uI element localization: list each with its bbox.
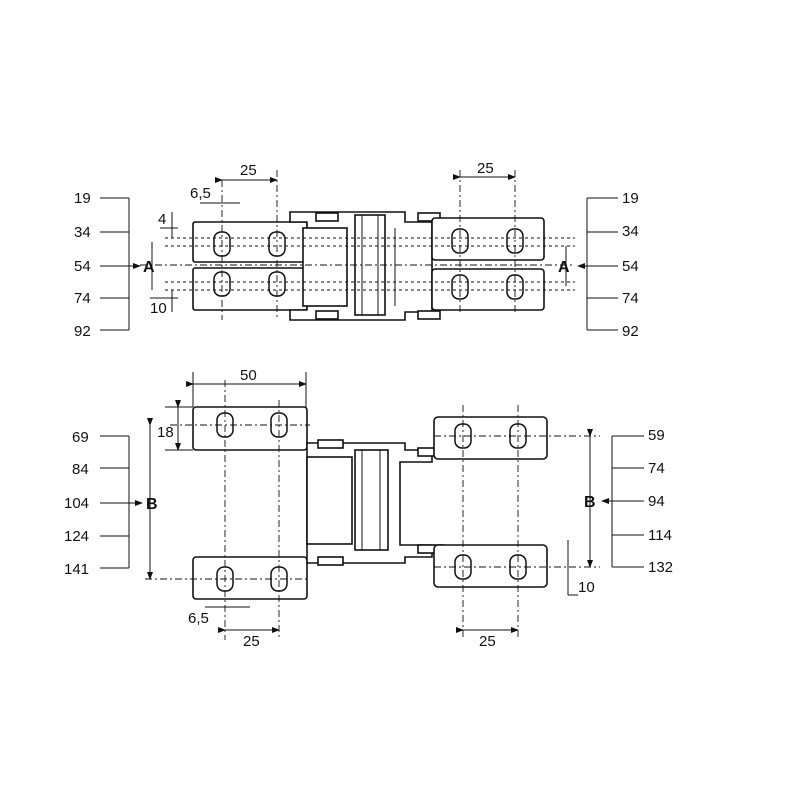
top-dim-pitch-left: 25	[240, 162, 257, 179]
bottom-dim-pitch-right: 25	[479, 633, 496, 650]
scale-value: 19	[74, 190, 91, 207]
bottom-left-plate-upper	[192, 406, 308, 451]
bottom-center-block	[306, 456, 353, 545]
top-center-block	[302, 227, 348, 307]
bottom-right-plate-lower	[433, 544, 548, 588]
top-chain-view: 25 6,5 4 10 25 A A 19 34 54 74	[74, 160, 639, 340]
scale-value: 19	[622, 190, 639, 207]
bottom-center-pin	[354, 449, 389, 551]
top-marker-a-left: A	[143, 259, 155, 276]
scale-value: 94	[648, 493, 665, 510]
top-left-scale: 19 34 54 74 92	[74, 190, 141, 340]
bottom-chain-view: 50 18 B 6,5 25 25 B 10 69	[64, 367, 673, 650]
scale-value: 141	[64, 561, 89, 578]
top-left-plate-lower	[192, 267, 308, 311]
bottom-dim-18: 18	[157, 424, 174, 441]
bottom-left-plate-lower	[192, 556, 308, 600]
scale-value: 34	[74, 224, 91, 241]
top-right-plate-upper	[431, 217, 545, 261]
scale-value: 74	[622, 290, 639, 307]
scale-value: 84	[72, 461, 89, 478]
scale-value: 34	[622, 223, 639, 240]
bottom-cap	[317, 556, 344, 566]
scale-value: 54	[74, 258, 91, 275]
bottom-cap	[317, 439, 344, 449]
scale-value: 132	[648, 559, 673, 576]
scale-value: 54	[622, 258, 639, 275]
top-dim-hole: 6,5	[190, 185, 211, 202]
top-left-plate-upper	[192, 221, 308, 263]
bottom-marker-b-left: B	[146, 496, 158, 513]
top-right-scale: 19 34 54 74 92	[577, 190, 639, 340]
scale-value: 124	[64, 528, 89, 545]
top-right-cap-upper	[417, 212, 441, 222]
bottom-left-scale: 69 84 104 124 141	[64, 429, 143, 578]
bottom-dim-hole: 6,5	[188, 610, 209, 627]
top-marker-a-right: A	[558, 259, 570, 276]
scale-value: 104	[64, 495, 89, 512]
scale-value: 59	[648, 427, 665, 444]
top-right-plate-lower	[431, 268, 545, 311]
top-dim-pitch-right: 25	[477, 160, 494, 177]
bottom-right-plate-upper	[433, 416, 548, 460]
top-center-cap-lower	[315, 310, 339, 320]
scale-value: 74	[74, 290, 91, 307]
bottom-dim-width: 50	[240, 367, 257, 384]
top-center-cap-upper	[315, 212, 339, 222]
top-right-cap-lower	[417, 310, 441, 320]
top-dim-4: 4	[158, 211, 166, 228]
scale-value: 114	[648, 527, 672, 544]
scale-value: 69	[72, 429, 89, 446]
scale-value: 92	[74, 323, 91, 340]
bottom-right-scale: 59 74 94 114 132	[601, 427, 673, 576]
top-dim-10: 10	[150, 300, 167, 317]
bottom-dim-pitch-left: 25	[243, 633, 260, 650]
scale-value: 74	[648, 460, 665, 477]
scale-value: 92	[622, 323, 639, 340]
bottom-marker-b-right: B	[584, 494, 596, 511]
bottom-dim-10: 10	[578, 579, 595, 596]
